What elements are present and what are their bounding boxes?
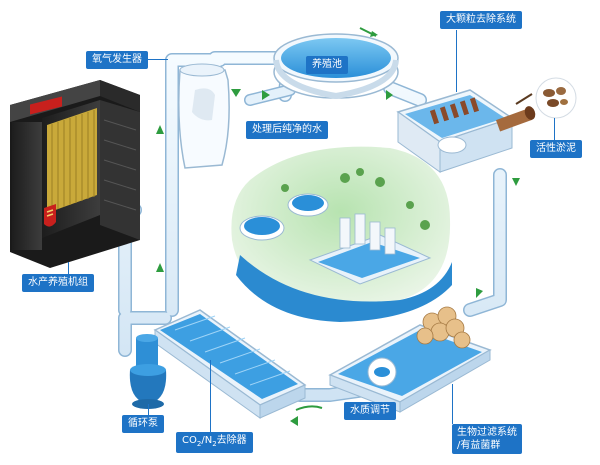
- oxygen-generator-leader: [148, 59, 168, 60]
- sludge-pellets-icon: [535, 77, 577, 119]
- co2-n2-remover-label: CO2/N2去除器: [176, 432, 253, 453]
- circulation-pump-label: 循环泵: [122, 415, 164, 433]
- inflow-arrow-icon: [359, 27, 377, 37]
- circulation-pump-leader: [148, 404, 149, 416]
- activated-sludge-label: 活性淤泥: [530, 140, 582, 158]
- heat-pump-unit-label: 水产养殖机组: [22, 274, 94, 292]
- treated-water-label: 处理后纯净的水: [246, 121, 328, 139]
- particle-removal-unit: [396, 89, 514, 173]
- n2-subscript: 2: [212, 440, 217, 448]
- biofilter-tank: [328, 306, 492, 413]
- remover-text: 去除器: [216, 435, 247, 446]
- heat-pump-unit: [10, 80, 140, 268]
- treatment-plant-island: [231, 146, 452, 322]
- co2-text: CO: [182, 435, 197, 446]
- heat-pump-leader: [68, 262, 69, 274]
- co2-n2-remover: [153, 309, 307, 419]
- biofilter-label-line1: 生物过滤系统: [457, 427, 517, 438]
- water-quality-label: 水质调节: [344, 402, 396, 420]
- sludge-outlet: [495, 106, 536, 132]
- sludge-arrow-icon: [515, 93, 533, 105]
- culture-pond-label: 养殖池: [306, 56, 348, 74]
- co2-remover-leader: [210, 360, 211, 432]
- biofilter-leader: [452, 384, 453, 424]
- return-arrow-icon: [295, 405, 323, 411]
- particle-removal-leader: [456, 30, 457, 92]
- co2-subscript: 2: [196, 440, 202, 448]
- brand-logo-icon: [44, 204, 56, 227]
- biofilter-label: 生物过滤系统/有益菌群: [452, 424, 522, 454]
- oxygen-generator: [178, 63, 230, 169]
- circulation-pump: [129, 334, 167, 409]
- n2-text: /N: [201, 435, 213, 446]
- activated-sludge-leader: [554, 118, 555, 140]
- oxygen-generator-label: 氧气发生器: [86, 51, 148, 69]
- particle-removal-label: 大颗粒去除系统: [440, 11, 522, 29]
- biofilter-label-line2: /有益菌群: [457, 440, 501, 451]
